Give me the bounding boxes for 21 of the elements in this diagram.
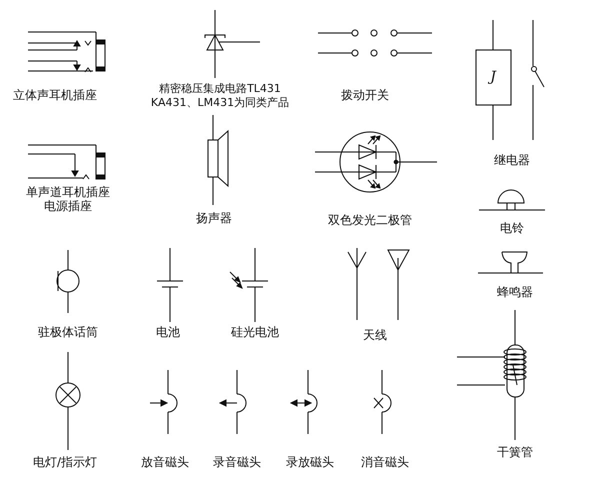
- caption: 扬声器: [195, 211, 233, 225]
- caption: 单声道耳机插座: [25, 185, 111, 199]
- caption: 电铃: [499, 221, 525, 235]
- caption: 硅光电池: [230, 325, 280, 339]
- caption: 精密稳压集成电路TL431 KA431、LM431为同类产品: [150, 82, 290, 110]
- caption: 录音磁头: [212, 455, 262, 469]
- caption: 电灯/指示灯: [32, 455, 98, 469]
- caption: 放音磁头: [140, 455, 190, 469]
- caption: 电源插座: [43, 199, 93, 213]
- caption: 立体声耳机插座: [12, 88, 98, 102]
- caption: 天线: [362, 328, 388, 342]
- caption: 双色发光二极管: [327, 213, 413, 227]
- caption: 录放磁头: [285, 455, 335, 469]
- coil-letter: J: [487, 70, 498, 84]
- caption: 继电器: [493, 153, 531, 167]
- caption: 驻极体话筒: [37, 325, 99, 339]
- caption: 干簧管: [496, 445, 534, 459]
- caption: 拨动开关: [340, 88, 390, 102]
- caption: 电池: [155, 325, 181, 339]
- caption: 蜂鸣器: [496, 285, 534, 299]
- caption: 消音磁头: [360, 455, 410, 469]
